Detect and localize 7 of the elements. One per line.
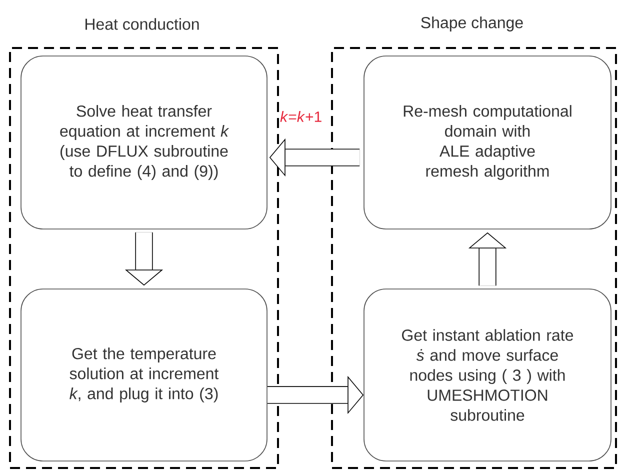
- node-label: Heat conduction: [86, 18, 199, 30]
- edge-label: k=k+1: [280, 111, 322, 122]
- process-box: Re-mesh computational domain with ALE adaptive remesh algorithm: [364, 56, 612, 230]
- process-box: Get instant ablation rate ṡ and move surface nodes using ( 3 ) with UMESHMOTION subroutine: [364, 288, 612, 462]
- process-box: Solve heat transfer equation at increment k (use DFLUX subroutine to define (4) and (9)): [20, 56, 268, 230]
- process-box: Get the temperature solution at increment k, and plug it into (3): [20, 288, 268, 462]
- node-label: Shape change: [421, 16, 523, 32]
